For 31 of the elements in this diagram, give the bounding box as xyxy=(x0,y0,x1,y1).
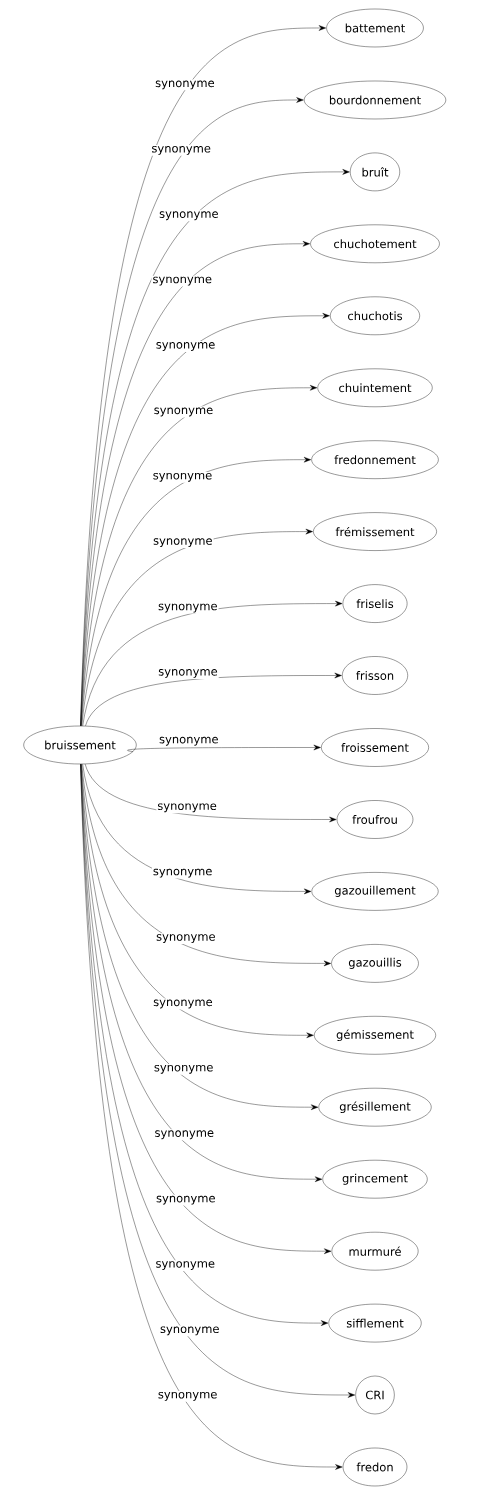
edge-label: synonyme xyxy=(154,341,217,352)
edge-label: synonyme xyxy=(158,735,220,747)
edge-label: synonyme xyxy=(152,998,214,1010)
edge-label: synonyme xyxy=(159,1325,221,1337)
edge-label: synonyme xyxy=(156,1390,219,1402)
arrow xyxy=(80,764,323,1182)
arrow xyxy=(85,672,342,727)
edge-label: synonyme xyxy=(150,145,212,156)
arrow xyxy=(84,763,337,823)
edge-label: synonyme xyxy=(155,1194,217,1206)
edge-label: synonyme xyxy=(151,275,213,287)
edge-label: synonyme xyxy=(155,933,217,945)
edge-label: synonyme xyxy=(153,1129,216,1141)
edge-label: synonyme xyxy=(152,406,215,418)
arrow xyxy=(80,385,318,726)
edge-label: synonyme xyxy=(156,802,218,814)
arrow xyxy=(80,313,330,726)
edge-label: synonyme xyxy=(157,602,219,614)
edge-label: synonyme xyxy=(158,210,220,222)
edge-label: synonyme xyxy=(152,1063,215,1075)
edge-label: synonyme xyxy=(154,79,216,91)
arrow xyxy=(127,744,321,752)
arrow xyxy=(82,763,312,895)
arrow xyxy=(82,600,343,726)
edge-label: synonyme xyxy=(157,668,219,679)
arrow xyxy=(81,528,313,726)
edge-label: synonyme xyxy=(151,471,214,483)
edge-label: synonyme xyxy=(152,537,214,549)
edge-label: synonyme xyxy=(151,867,214,879)
arrow xyxy=(81,763,331,967)
edge-label: synonyme xyxy=(154,1260,216,1271)
